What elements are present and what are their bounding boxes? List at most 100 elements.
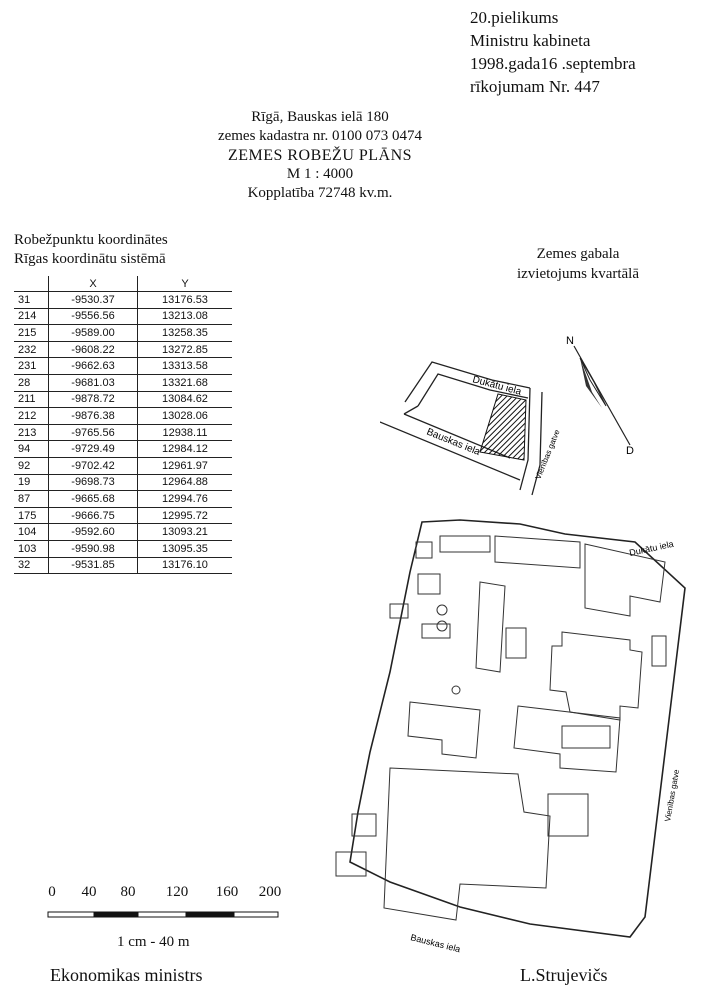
building-1st [383,767,551,921]
plan-bauskas-label: Bauskas iela [410,932,462,954]
annex-line-1: 20.pielikums [470,8,559,27]
y-coordinate: 13313.58 [137,357,232,375]
coordinates-header-row: X Y [14,276,232,292]
scalebar-tick: 0 [48,884,56,900]
point-number: 211 [14,391,49,409]
point-number: 212 [14,407,49,425]
y-coordinate: 13272.85 [137,341,232,359]
x-coordinate: -9878.72 [48,391,138,409]
scalebar-tick: 120 [165,884,189,900]
tank [451,685,461,695]
x-coordinate: -9590.98 [48,540,138,558]
location-schematic: Dukātu iela Bauskas iela Vienības gatve … [380,335,634,496]
title-block: Rīgā, Bauskas ielā 180 zemes kadastra nr… [150,108,490,203]
scalebar-tick: 80 [120,884,136,900]
dukatu-street-line-inner [417,373,529,407]
y-coordinate: 12995.72 [137,507,232,525]
y-coordinate: 13028.06 [137,407,232,425]
x-coordinate: -9698.73 [48,474,138,492]
plan-scale: M 1 : 4000 [286,166,354,182]
x-coordinate: -9662.63 [48,357,138,375]
block-corner [403,405,419,415]
x-coordinate: -9556.56 [48,308,138,326]
scalebar-tick: 40 [81,884,97,900]
x-coordinate: -9876.38 [48,407,138,425]
x-coordinate: -9530.37 [48,291,138,309]
point-number: 19 [14,474,49,492]
building [494,535,581,569]
x-coordinate: -9729.49 [48,440,138,458]
col-y: Y [137,276,232,292]
scalebar-label: 1 cm - 40 m [117,934,190,950]
schematic-vienibas-label: Vienības gatve [534,428,562,481]
y-coordinate: 13093.21 [137,523,232,541]
tank [436,620,448,632]
annex-line-3: 1998.gada16 .septembra [470,54,636,73]
point-number: 175 [14,507,49,525]
vienibas-street-line-outer [519,387,531,491]
point-number: 103 [14,540,49,558]
y-coordinate: 12994.76 [137,490,232,508]
north-arrow: N D [566,335,634,457]
y-coordinate: 13258.35 [137,324,232,342]
building [421,623,451,639]
point-number: 92 [14,457,49,475]
x-coordinate: -9681.03 [48,374,138,392]
plan-title: ZEMES ROBEŽU PLĀNS [227,147,413,164]
parcel-hatched [479,393,527,461]
y-coordinate: 13176.10 [137,557,232,575]
point-number: 87 [14,490,49,508]
x-coordinate: -9666.75 [48,507,138,525]
building [513,705,621,773]
y-coordinate: 12961.97 [137,457,232,475]
coordinates-title: Robežpunktu koordinātes Rīgas koordinātu… [14,231,168,269]
site-plan: Dukātu iela Bauskas iela Vienības gatve [335,519,686,954]
point-number: 28 [14,374,49,392]
building [389,603,409,619]
signature-title: Ekonomikas ministrs [50,965,203,985]
coordinates-title-line-2: Rīgas koordinātu sistēmā [14,251,166,267]
y-coordinate: 13321.68 [137,374,232,392]
annex-line-4: rīkojumam Nr. 447 [470,77,600,96]
property-boundary [349,519,686,938]
tank [436,604,448,616]
y-coordinate: 12938.11 [137,424,232,442]
x-coordinate: -9765.56 [48,424,138,442]
y-coordinate: 12984.12 [137,440,232,458]
building-2st [549,631,643,721]
building [561,725,611,749]
col-x: X [48,276,138,292]
annex-header: 20.pielikums Ministru kabineta 1998.gada… [470,6,636,98]
point-number: 231 [14,357,49,375]
building [407,701,481,759]
bauskas-street-line-outer [380,421,521,481]
y-coordinate: 13213.08 [137,308,232,326]
x-coordinate: -9608.22 [48,341,138,359]
total-area: Kopplatība 72748 kv.m. [247,185,393,201]
plan-vienibas-label: Vienības gatve [663,768,681,822]
building [475,581,506,673]
scalebar-tick: 160 [215,884,239,900]
building [415,541,433,559]
x-coordinate: -9702.42 [48,457,138,475]
col-point [14,276,49,292]
signature-name: L.Strujevičs [520,965,608,985]
annex-line-2: Ministru kabineta [470,31,591,50]
cadastre-number: zemes kadastra nr. 0100 073 0474 [217,128,423,144]
